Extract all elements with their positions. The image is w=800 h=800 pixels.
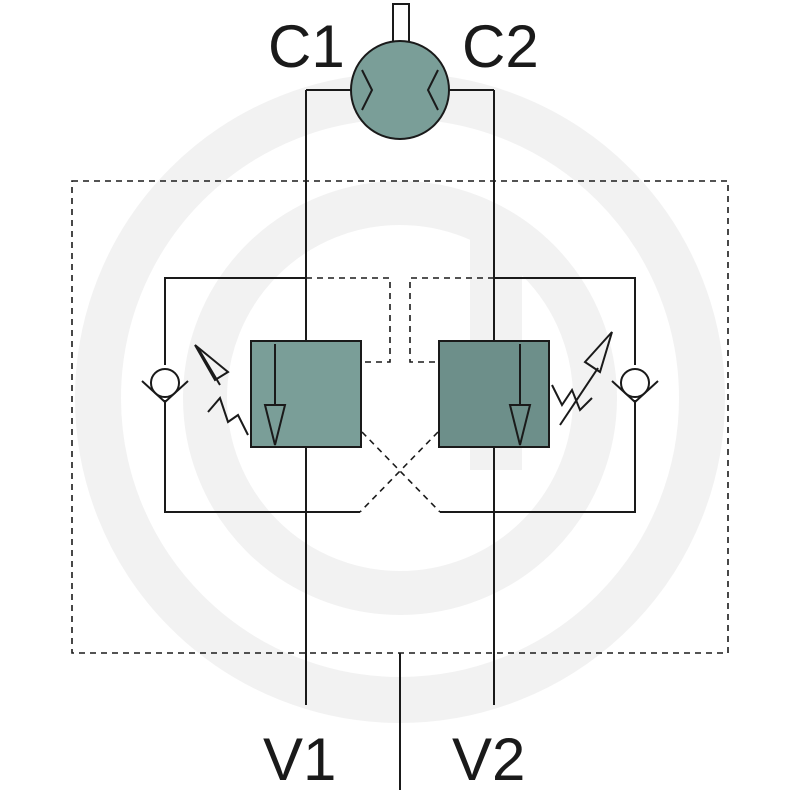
hydraulic-motor-icon: [350, 3, 450, 140]
adjustable-spring-icon: [194, 344, 249, 436]
left-bypass-line: [164, 277, 306, 365]
pilot-cross-b: [359, 431, 439, 513]
right-counterbalance-valve: [438, 340, 550, 448]
left-counterbalance-valve: [250, 340, 362, 448]
check-valve-icon: [141, 368, 189, 404]
pilot-cross-a: [361, 431, 441, 513]
right-bypass-bottom: [440, 400, 636, 513]
pilot-line-right: [409, 277, 494, 363]
left-bypass-bottom: [164, 400, 360, 513]
port-label-v2: V2: [452, 726, 525, 793]
check-valve-icon: [611, 368, 659, 404]
right-bypass-line: [494, 277, 636, 365]
pilot-line-left: [306, 277, 391, 363]
watermark-icon: [75, 73, 725, 723]
port-label-c2: C2: [462, 13, 539, 80]
port-label-v1: V1: [263, 726, 336, 793]
port-label-c1: C1: [268, 13, 345, 80]
adjustable-spring-icon: [551, 331, 613, 426]
